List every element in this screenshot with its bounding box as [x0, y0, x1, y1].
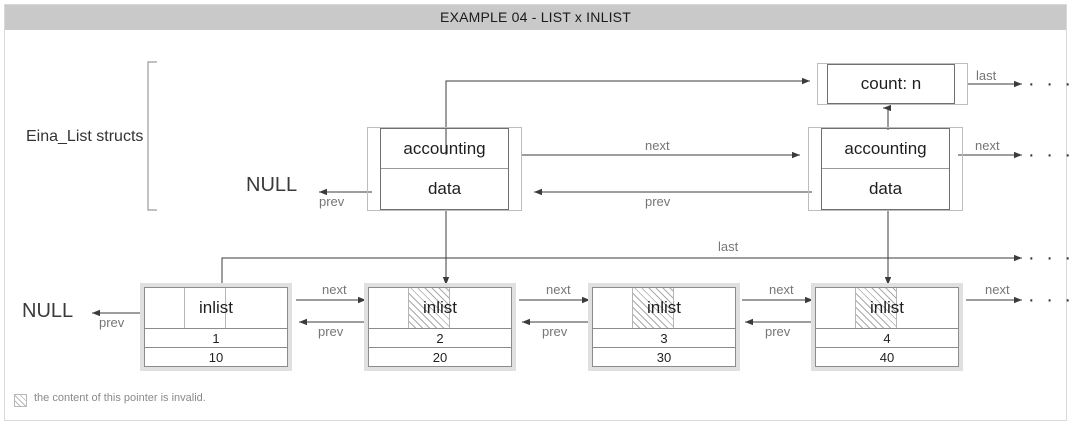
inlist-node-4-value-0: 4 [815, 329, 959, 348]
inlist-node-4-seg-next-invalid [855, 288, 897, 328]
ellipsis-bottom: · · · [1028, 289, 1071, 311]
arrow-label-next-1: next [322, 282, 347, 297]
inlist-node-3-seg-last [674, 288, 735, 328]
inlist-node-2-seg-prev [369, 288, 409, 328]
count-box: count: n [817, 63, 968, 105]
inlist-node-3: inlist 3 30 [588, 283, 740, 371]
list-node-2-accounting: accounting [822, 129, 949, 169]
struct-group-label: Eina_List structs [26, 128, 144, 145]
inlist-node-4-value-1: 40 [815, 348, 959, 367]
inlist-node-1: inlist 1 10 [140, 283, 292, 371]
legend-text: the content of this pointer is invalid. [34, 392, 206, 404]
inlist-node-4-seg-last [897, 288, 958, 328]
inlist-node-4-seg-prev [816, 288, 856, 328]
inlist-node-1-seg-prev [145, 288, 185, 328]
list-node-1-inner: accounting data [380, 128, 509, 210]
inlist-node-3-value-0: 3 [592, 329, 736, 348]
arrow-label-last-top: last [976, 68, 997, 83]
inlist-node-2: inlist 2 20 [364, 283, 516, 371]
arrow-label-prev-null-bottom: prev [99, 315, 125, 330]
arrow-label-next-2: next [546, 282, 571, 297]
inlist-node-3-pointer-row: inlist [592, 287, 736, 329]
ellipsis-middle: · · · [1028, 247, 1071, 269]
arrow-label-next-top: next [645, 138, 670, 153]
diagram-title-bar: EXAMPLE 04 - LIST x INLIST [5, 5, 1066, 30]
inlist-node-1-pointer-row: inlist [144, 287, 288, 329]
inlist-node-3-seg-next-invalid [632, 288, 674, 328]
arrow-label-next-3: next [769, 282, 794, 297]
arrow-label-prev-top: prev [645, 194, 671, 209]
inlist-node-2-seg-next-invalid [408, 288, 450, 328]
arrow-label-next-4: next [985, 282, 1010, 297]
inlist-node-1-seg-last [226, 288, 287, 328]
inlist-node-3-seg-prev [593, 288, 633, 328]
invalid-pointer-swatch-icon [14, 394, 27, 407]
list-node-2-data: data [868, 179, 903, 198]
inlist-node-2-value-0: 2 [368, 329, 512, 348]
inlist-node-4: inlist 4 40 [811, 283, 963, 371]
ellipsis-right-top: · · · [1028, 144, 1071, 166]
inlist-node-1-value-1: 10 [144, 348, 288, 367]
count-box-label: count: n [827, 64, 955, 104]
list-node-1: accounting data [367, 127, 522, 211]
list-node-2: accounting data [808, 127, 963, 211]
null-label-top: NULL [246, 174, 298, 196]
list-node-1-accounting: accounting [381, 129, 508, 169]
ellipsis-top: · · · [1028, 73, 1071, 95]
inlist-node-4-pointer-row: inlist [815, 287, 959, 329]
arrow-label-prev-1: prev [318, 324, 344, 339]
inlist-node-2-value-1: 20 [368, 348, 512, 367]
arrow-label-prev-null-top: prev [319, 194, 345, 209]
null-label-bottom: NULL [22, 300, 74, 322]
arrow-label-last-middle: last [718, 239, 739, 254]
inlist-node-2-seg-last [450, 288, 511, 328]
arrow-label-prev-2: prev [542, 324, 568, 339]
list-node-2-inner: accounting data [821, 128, 950, 210]
inlist-node-1-value-0: 1 [144, 329, 288, 348]
arrow-label-prev-3: prev [765, 324, 791, 339]
arrow-label-next-right-top: next [975, 138, 1000, 153]
inlist-node-3-value-1: 30 [592, 348, 736, 367]
list-node-1-data: data [427, 179, 462, 198]
inlist-node-1-seg-next [185, 288, 226, 328]
inlist-node-2-pointer-row: inlist [368, 287, 512, 329]
